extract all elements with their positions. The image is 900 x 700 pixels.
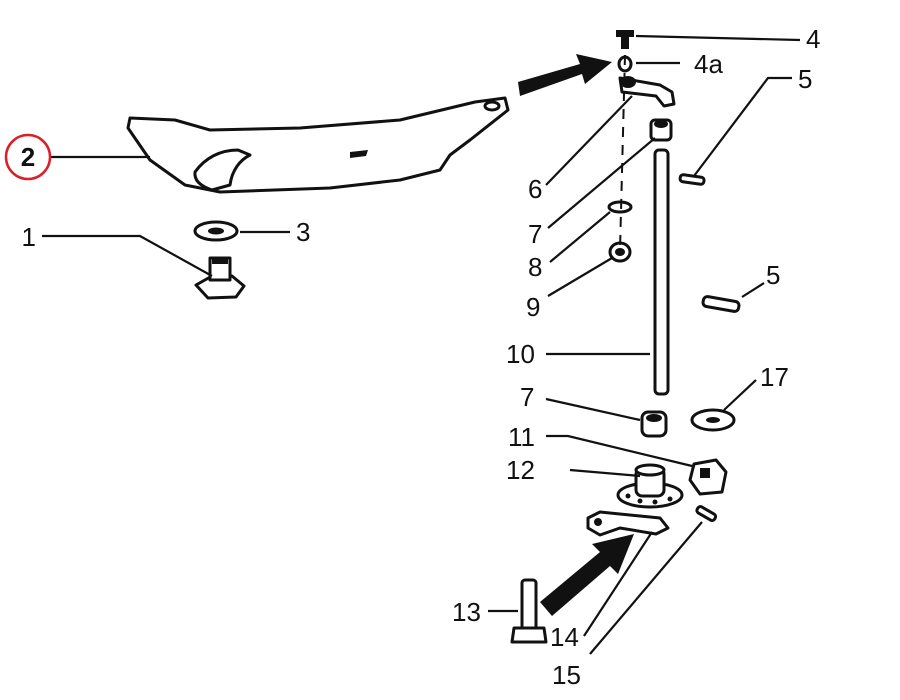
callout-2: 2 bbox=[21, 142, 35, 172]
part-5-pin-middle bbox=[701, 295, 741, 313]
part-2-seat-pan bbox=[126, 96, 510, 194]
arrow-lower bbox=[540, 534, 634, 616]
callout-7-upper: 7 bbox=[528, 219, 542, 249]
assembly-axis-line bbox=[619, 54, 626, 251]
callout-5-middle: 5 bbox=[766, 260, 780, 290]
callout-8: 8 bbox=[528, 252, 542, 282]
part-17-washer bbox=[690, 408, 736, 432]
callout-9: 9 bbox=[526, 292, 540, 322]
callout-10: 10 bbox=[506, 339, 535, 369]
part-3-washer bbox=[193, 220, 239, 242]
part-8-o-ring bbox=[607, 200, 633, 214]
part-7-bushing-lower bbox=[640, 410, 668, 438]
callout-14: 14 bbox=[550, 622, 579, 652]
callout-12: 12 bbox=[506, 455, 535, 485]
callout-7-lower: 7 bbox=[520, 382, 534, 412]
callout-5-upper: 5 bbox=[798, 64, 812, 94]
highlight-circle bbox=[4, 133, 52, 181]
part-15-pin bbox=[695, 505, 718, 522]
callout-17: 17 bbox=[760, 362, 789, 392]
arrow-upper bbox=[518, 54, 612, 96]
callout-3: 3 bbox=[296, 217, 310, 247]
part-1-stud-nut bbox=[194, 256, 246, 300]
leader-lines bbox=[42, 34, 801, 655]
callout-13: 13 bbox=[452, 597, 481, 627]
callout-11: 11 bbox=[508, 422, 535, 452]
part-11-clamp bbox=[688, 458, 728, 496]
callout-15: 15 bbox=[552, 660, 581, 690]
part-10-rod bbox=[653, 148, 670, 396]
part-7-bushing-upper bbox=[649, 118, 673, 142]
callout-1: 1 bbox=[22, 222, 36, 252]
callout-4a: 4a bbox=[694, 49, 723, 79]
part-6-lever-arm bbox=[618, 76, 676, 108]
callout-4: 4 bbox=[806, 24, 820, 54]
callout-labels: 2 1 3 4 4a 5 6 7 8 9 10 5 7 17 11 12 13 … bbox=[4, 24, 820, 690]
part-13-bolt bbox=[510, 578, 548, 644]
part-4-screw bbox=[616, 30, 634, 49]
part-5-pin-upper bbox=[678, 173, 706, 186]
part-14-crank-arm bbox=[586, 510, 670, 537]
part-9-nut bbox=[608, 241, 632, 263]
callout-6: 6 bbox=[528, 174, 542, 204]
part-12-hub bbox=[616, 463, 684, 509]
